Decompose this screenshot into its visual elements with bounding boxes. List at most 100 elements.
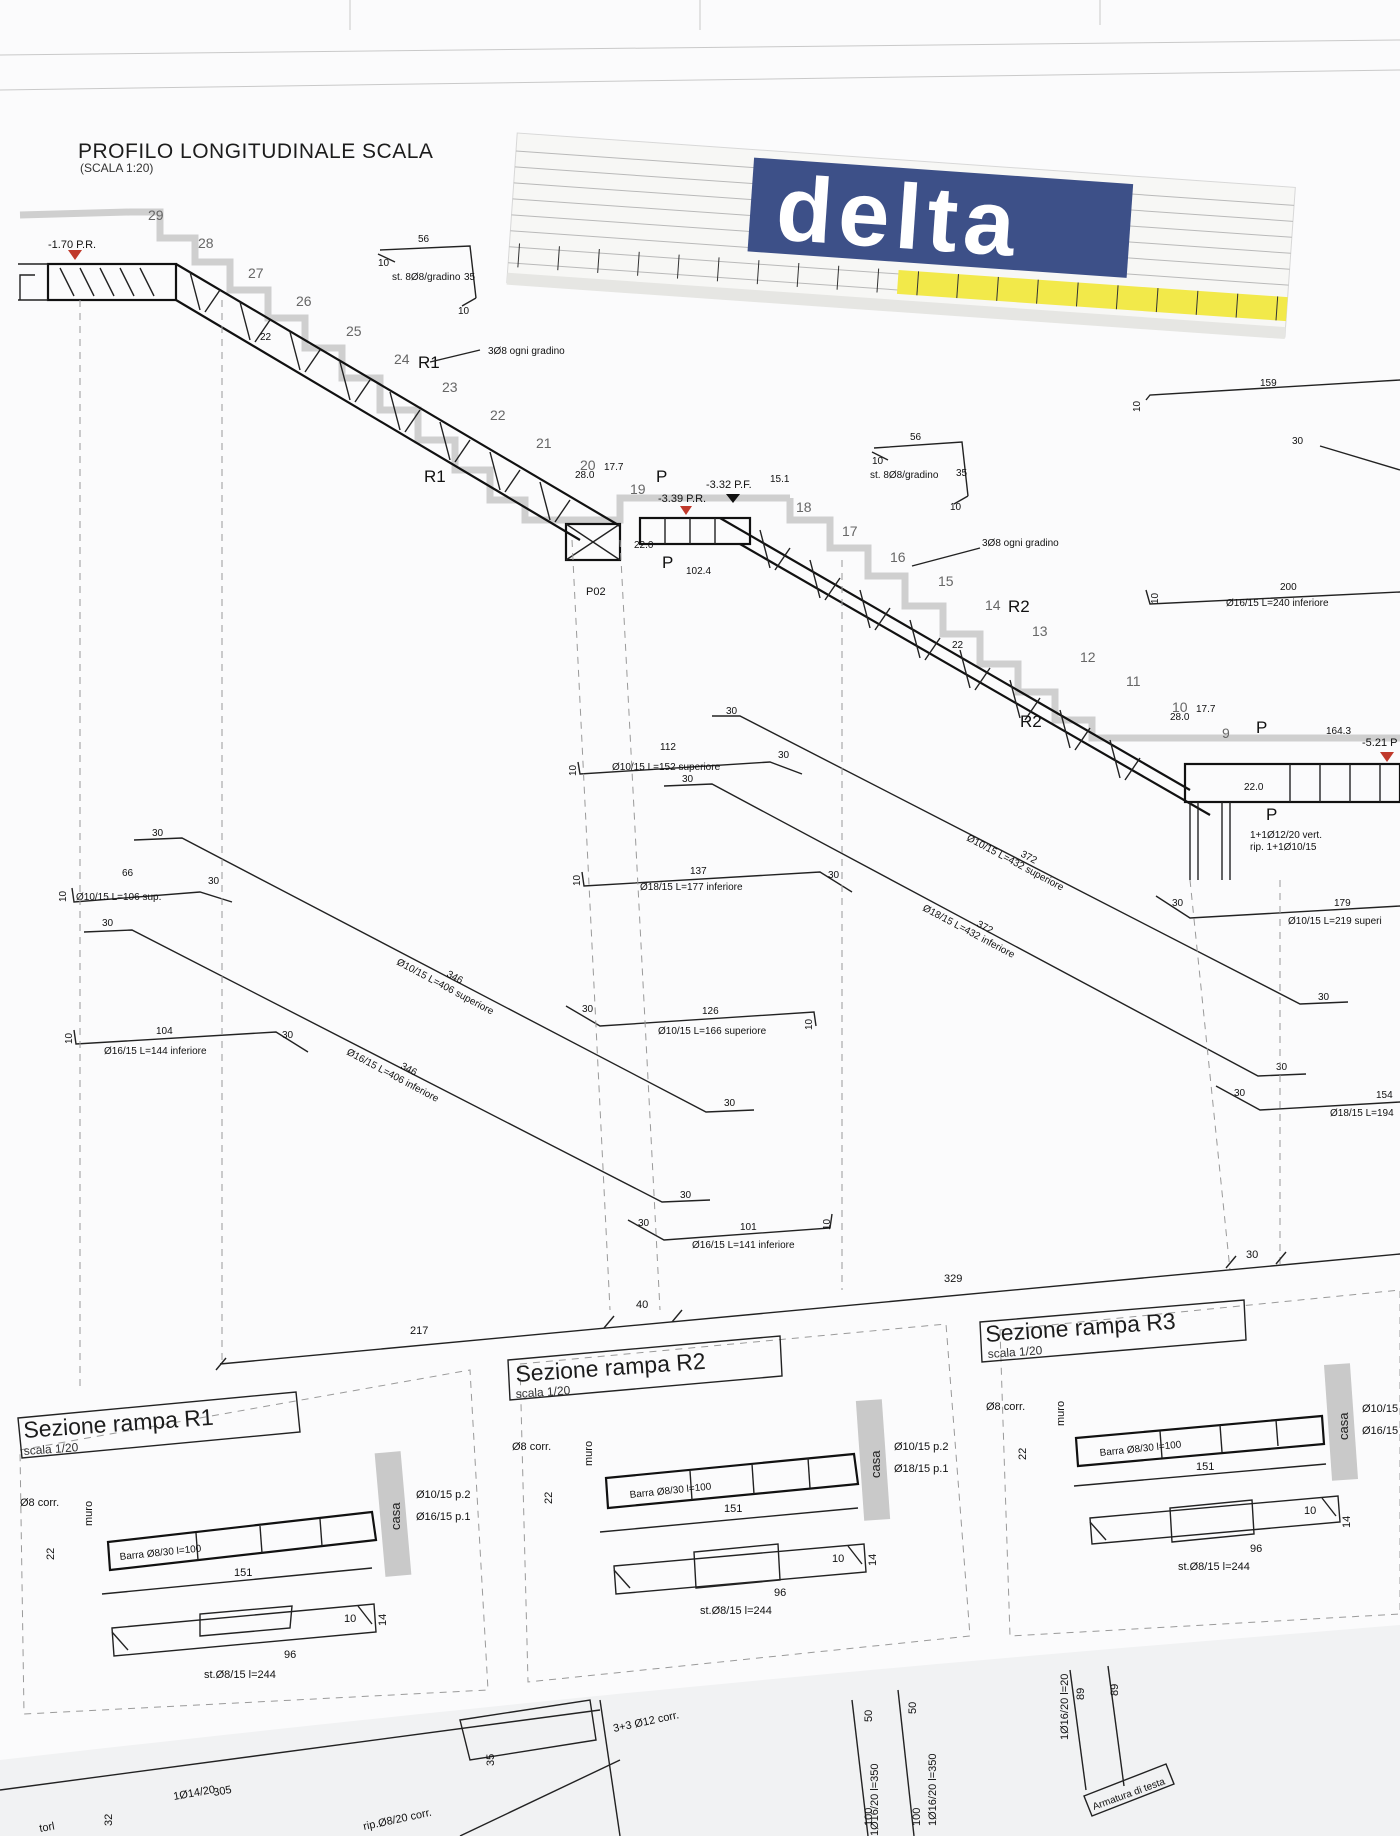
main-sheet xyxy=(0,0,1400,1760)
svg-text:Ø10/15 L=152 superiore: Ø10/15 L=152 superiore xyxy=(612,762,721,773)
svg-text:Ø10/15 L=166 superiore: Ø10/15 L=166 superiore xyxy=(658,1026,767,1037)
drawing-scale: (SCALA 1:20) xyxy=(80,161,153,175)
svg-text:35: 35 xyxy=(956,468,968,479)
svg-text:Ø18/15 L=177 inferiore: Ø18/15 L=177 inferiore xyxy=(640,882,743,893)
svg-text:muro: muro xyxy=(583,1441,595,1466)
svg-text:30: 30 xyxy=(682,774,694,785)
svg-text:10: 10 xyxy=(950,502,962,513)
level-label-4: -5.21 P xyxy=(1362,737,1397,749)
level-label-1: -1.70 P.R. xyxy=(48,239,96,251)
svg-text:30: 30 xyxy=(152,828,164,839)
svg-text:Ø16/15 L=240 inferiore: Ø16/15 L=240 inferiore xyxy=(1226,598,1329,609)
landing-tag-p3: P xyxy=(1256,718,1267,737)
svg-text:1Ø16/20 l=20: 1Ø16/20 l=20 xyxy=(1059,1674,1071,1740)
svg-text:16: 16 xyxy=(890,549,906,565)
svg-text:10: 10 xyxy=(1304,1505,1316,1517)
step-numbers: 29 28 27 26 25 24 23 22 21 20 19 18 17 1… xyxy=(148,207,1230,741)
svg-text:40: 40 xyxy=(636,1299,648,1311)
svg-text:100: 100 xyxy=(863,1808,875,1826)
svg-text:200: 200 xyxy=(1280,582,1297,593)
svg-text:Ø10/15 L=106 sup.: Ø10/15 L=106 sup. xyxy=(76,892,161,903)
svg-text:scala 1/20: scala 1/20 xyxy=(987,1343,1043,1361)
svg-text:Ø8 corr.: Ø8 corr. xyxy=(986,1401,1025,1413)
svg-text:154: 154 xyxy=(1376,1090,1393,1101)
svg-text:30: 30 xyxy=(1246,1249,1258,1261)
svg-text:50: 50 xyxy=(863,1710,875,1722)
svg-text:21: 21 xyxy=(536,435,552,451)
svg-text:Ø10/15 p.2: Ø10/15 p.2 xyxy=(894,1441,948,1453)
svg-text:329: 329 xyxy=(944,1273,962,1285)
dim-28a: 28.0 xyxy=(575,470,595,481)
svg-text:151: 151 xyxy=(234,1567,252,1579)
svg-text:179: 179 xyxy=(1334,898,1351,909)
svg-text:muro: muro xyxy=(1055,1401,1067,1426)
svg-text:30: 30 xyxy=(1234,1088,1246,1099)
middle-landing-slab xyxy=(638,516,752,546)
dim-1024: 102.4 xyxy=(686,566,711,577)
svg-text:30: 30 xyxy=(208,876,220,887)
svg-text:Ø16/15 p.1: Ø16/15 p.1 xyxy=(416,1511,470,1523)
dim-151: 15.1 xyxy=(770,474,790,485)
dim-28b: 28.0 xyxy=(1170,712,1190,723)
svg-text:89: 89 xyxy=(1075,1688,1087,1700)
svg-text:217: 217 xyxy=(410,1325,428,1337)
svg-text:30: 30 xyxy=(1318,992,1330,1003)
svg-text:scala 1/20: scala 1/20 xyxy=(515,1383,571,1401)
svg-text:st.Ø8/15 l=244: st.Ø8/15 l=244 xyxy=(204,1669,276,1681)
svg-text:Ø16/15 L=144 inferiore: Ø16/15 L=144 inferiore xyxy=(104,1046,207,1057)
svg-text:15: 15 xyxy=(938,573,954,589)
svg-text:19: 19 xyxy=(630,481,646,497)
svg-text:96: 96 xyxy=(774,1587,786,1599)
svg-text:1+1Ø12/20 vert.: 1+1Ø12/20 vert. xyxy=(1250,830,1322,841)
svg-text:Ø10/15: Ø10/15 xyxy=(1362,1403,1398,1415)
svg-text:30: 30 xyxy=(724,1098,736,1109)
svg-text:10: 10 xyxy=(804,1018,815,1030)
svg-text:18: 18 xyxy=(796,499,812,515)
svg-text:Ø18/15 p.1: Ø18/15 p.1 xyxy=(894,1463,948,1475)
stirrup-detail-1: 56 10 35 10 st. 8Ø8/gradino 3Ø8 ogni gra… xyxy=(377,234,565,363)
svg-text:25: 25 xyxy=(346,323,362,339)
svg-text:26: 26 xyxy=(296,293,312,309)
svg-text:30: 30 xyxy=(582,1004,594,1015)
svg-text:30: 30 xyxy=(638,1218,650,1229)
svg-text:151: 151 xyxy=(1196,1461,1214,1473)
drawing-title: PROFILO LONGITUDINALE SCALA xyxy=(78,140,433,163)
svg-text:Ø10/15 L=219 superi: Ø10/15 L=219 superi xyxy=(1288,916,1382,927)
svg-text:112: 112 xyxy=(660,742,676,753)
svg-text:10: 10 xyxy=(344,1613,356,1625)
svg-text:22: 22 xyxy=(490,407,506,423)
lower-sheet xyxy=(0,1620,1400,1836)
svg-text:30: 30 xyxy=(1172,898,1184,909)
svg-text:30: 30 xyxy=(1276,1062,1288,1073)
svg-text:torl: torl xyxy=(38,1820,55,1834)
landing-tag-p2: P xyxy=(662,553,673,572)
level-marker-2 xyxy=(680,506,692,515)
svg-text:13: 13 xyxy=(1032,623,1048,639)
svg-text:27: 27 xyxy=(248,265,264,281)
svg-text:96: 96 xyxy=(284,1649,296,1661)
dim-177b: 17.7 xyxy=(1196,704,1216,715)
svg-text:35: 35 xyxy=(464,272,476,283)
folding-ruler: delta xyxy=(506,132,1296,340)
svg-text:10: 10 xyxy=(58,890,69,902)
level-label-2: -3.39 P.R. xyxy=(658,493,706,505)
level-marker-3 xyxy=(726,494,740,503)
svg-text:10: 10 xyxy=(572,874,583,886)
dim-22b: 22 xyxy=(952,640,964,651)
svg-text:scala 1/20: scala 1/20 xyxy=(23,1440,79,1458)
svg-text:14: 14 xyxy=(985,597,1001,613)
svg-text:st.Ø8/15 l=244: st.Ø8/15 l=244 xyxy=(1178,1561,1250,1573)
svg-text:22: 22 xyxy=(45,1548,57,1560)
level-marker-1 xyxy=(68,250,82,260)
svg-text:Ø8 corr.: Ø8 corr. xyxy=(20,1497,59,1509)
svg-text:14: 14 xyxy=(1341,1516,1353,1528)
svg-text:20: 20 xyxy=(580,457,596,473)
svg-text:30: 30 xyxy=(828,870,840,881)
svg-text:1Ø16/20 l=350: 1Ø16/20 l=350 xyxy=(927,1754,939,1826)
svg-text:10: 10 xyxy=(822,1218,833,1230)
svg-text:100: 100 xyxy=(911,1808,923,1826)
beam-tag-p02: P02 xyxy=(586,586,606,598)
svg-text:Ø18/15 L=194: Ø18/15 L=194 xyxy=(1330,1108,1394,1119)
svg-text:10: 10 xyxy=(1150,592,1161,604)
